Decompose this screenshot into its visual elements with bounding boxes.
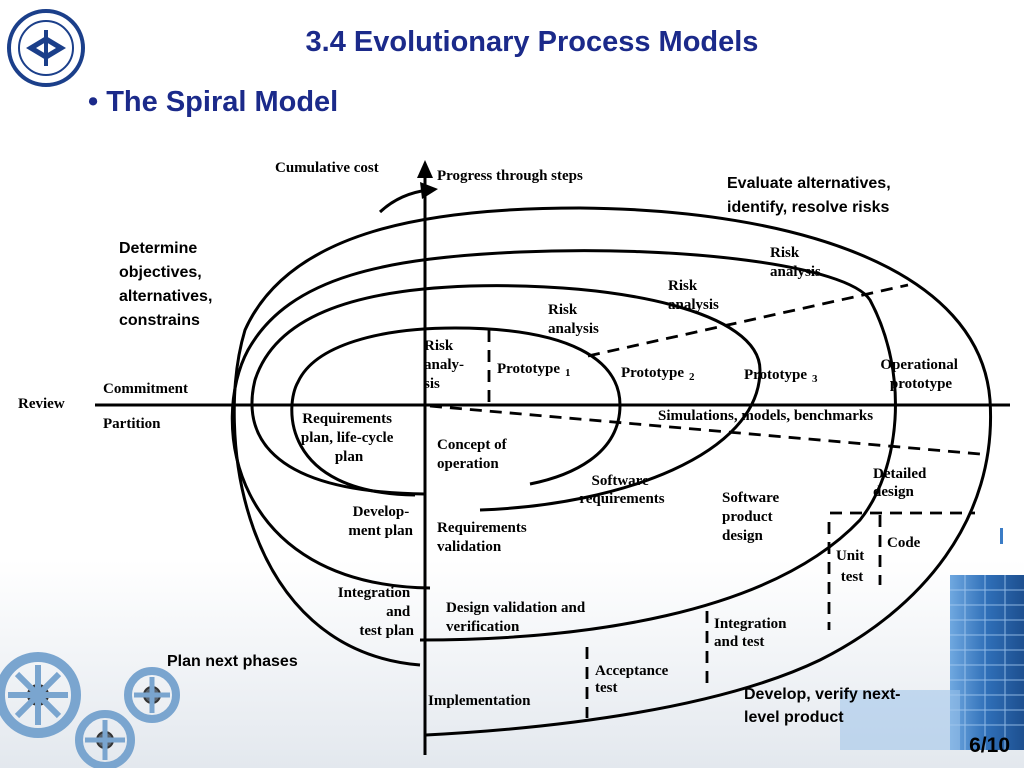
university-logo: [7, 9, 85, 87]
requirements-validation: Requirements validation: [437, 520, 530, 555]
simulations-label: Simulations, models, benchmarks: [658, 408, 873, 424]
detailed-design: Detailed design: [873, 466, 930, 500]
axes: [95, 168, 1010, 755]
development-plan: Develop- ment plan: [348, 504, 413, 539]
partition-label: Partition: [103, 416, 161, 432]
concept-of-operation: Concept of operation: [437, 437, 510, 472]
quadrant-evaluate-alternatives: Evaluate alternatives, identify, resolve…: [727, 175, 895, 216]
software-requirements: Software requirements: [579, 473, 664, 507]
code-label: Code: [887, 535, 921, 551]
quadrant-determine-objectives: Determine objectives, alternatives, cons…: [119, 240, 217, 329]
risk-analysis-4: Risk analysis: [770, 245, 821, 280]
review-label: Review: [18, 396, 65, 412]
slide-title: 3.4 Evolutionary Process Models: [305, 26, 759, 58]
risk-analysis-3: Risk analysis: [668, 278, 719, 313]
slide-subtitle: • The Spiral Model: [88, 86, 339, 118]
dashed-lines: [429, 283, 981, 718]
spiral-loops: [230, 206, 993, 737]
progress-arrowhead: [420, 182, 438, 199]
requirements-plan: Requirements plan, life-cycle plan: [301, 411, 397, 465]
gear-icons: [0, 652, 180, 768]
spiral-loop-1: [290, 326, 622, 497]
quadrant-plan-next-phases: Plan next phases: [167, 653, 298, 670]
dashed-risk-line: [587, 283, 909, 358]
building-graphic: [840, 528, 1024, 750]
risk-analysis-2: Risk analysis: [548, 302, 599, 337]
operational-prototype: Operational prototype: [880, 357, 961, 392]
dashed-simulation-line: [429, 404, 981, 456]
page-number: 6/10: [969, 734, 1010, 757]
progress-label: Progress through steps: [437, 168, 583, 184]
spiral-loop-3: [230, 249, 897, 642]
vertical-axis-arrowhead: [417, 160, 433, 178]
commitment-label: Commitment: [103, 381, 188, 397]
design-validation: Design validation and verification: [446, 600, 589, 635]
cumulative-cost-label: Cumulative cost: [275, 160, 379, 176]
integration-and-test: Integration and test: [714, 616, 790, 650]
unit-test: Unit test: [836, 548, 868, 585]
spiral-loop-4: [232, 206, 993, 737]
integration-test-plan: Integration and test plan: [338, 585, 415, 639]
software-product-design: Software product design: [722, 490, 783, 544]
progress-arrow: [378, 188, 429, 214]
spiral-loop-2: [250, 284, 762, 512]
acceptance-test: Acceptance test: [595, 663, 672, 696]
quadrant-develop-verify: Develop, verify next- level product: [744, 686, 905, 726]
implementation-label: Implementation: [428, 693, 531, 709]
risk-analysis-1: Risk analy- sis: [424, 338, 468, 392]
